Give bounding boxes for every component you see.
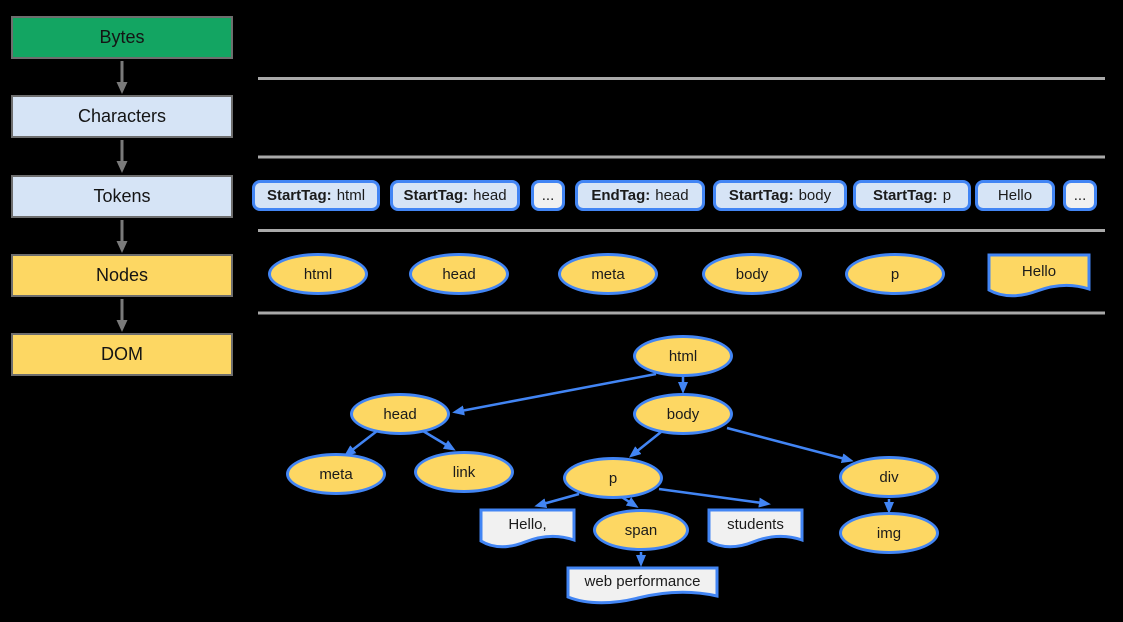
token-ellipsis-1: ... <box>531 180 565 211</box>
node-text-hello: Hello <box>1021 262 1057 280</box>
token-value: head <box>655 187 689 204</box>
token-value: p <box>942 187 952 204</box>
tree-edge-head-link <box>422 429 456 451</box>
token-hello: Hello <box>975 180 1055 211</box>
tree-node-head: head <box>350 393 450 435</box>
token-endtag-head: EndTag:head <box>575 180 705 211</box>
node-meta: meta <box>558 253 658 295</box>
token-value: html <box>336 187 366 204</box>
token-starttag-body: StartTag:body <box>713 180 847 211</box>
document-shape-students <box>707 508 804 549</box>
tree-text-node-webperf: web performance <box>584 572 701 590</box>
token-ellipsis-2: ... <box>1063 180 1097 211</box>
tree-edge-p-hello <box>534 492 580 509</box>
node-body: body <box>702 253 802 295</box>
tree-text-node-hello: Hello, <box>508 515 547 533</box>
tree-node-html: html <box>633 335 733 377</box>
document-shape-webperf <box>566 566 719 605</box>
stage-bytes: Bytes <box>11 16 233 59</box>
tree-node-body: body <box>633 393 733 435</box>
separator-lines <box>258 77 1105 315</box>
tree-node-img: img <box>839 512 939 554</box>
token-kind: StartTag: <box>403 187 469 204</box>
tree-node-div: div <box>839 456 939 498</box>
tree-edge-head-meta <box>343 430 378 457</box>
tree-edge-p-students <box>658 487 771 508</box>
token-starttag-head: StartTag:head <box>390 180 520 211</box>
token-value: ... <box>1073 187 1087 204</box>
tree-edge-body-p <box>628 431 662 458</box>
token-value: body <box>798 187 832 204</box>
tree-text-node-students: students <box>727 515 784 533</box>
tree-edges <box>343 372 894 567</box>
stage-nodes: Nodes <box>11 254 233 297</box>
node-head: head <box>409 253 509 295</box>
stage-tokens: Tokens <box>11 175 233 218</box>
tree-edge-html-head <box>452 372 657 416</box>
token-kind: StartTag: <box>872 187 938 204</box>
stage-dom: DOM <box>11 333 233 376</box>
tree-edge-body-div <box>726 426 854 464</box>
token-kind: StartTag: <box>728 187 794 204</box>
token-starttag-p: StartTag:p <box>853 180 971 211</box>
node-html: html <box>268 253 368 295</box>
tree-node-span: span <box>593 509 689 551</box>
tree-node-meta: meta <box>286 453 386 495</box>
token-value: head <box>473 187 507 204</box>
document-shape-nodes-hello <box>987 253 1091 298</box>
stage-characters: Characters <box>11 95 233 138</box>
tree-node-p: p <box>563 457 663 499</box>
document-shapes <box>479 253 1091 605</box>
node-p: p <box>845 253 945 295</box>
token-starttag-html: StartTag:html <box>252 180 380 211</box>
tree-node-link: link <box>414 451 514 493</box>
token-value: ... <box>541 187 555 204</box>
token-value: Hello <box>997 187 1033 204</box>
token-kind: StartTag: <box>266 187 332 204</box>
token-kind: EndTag: <box>591 187 651 204</box>
document-shape-hello <box>479 508 576 549</box>
